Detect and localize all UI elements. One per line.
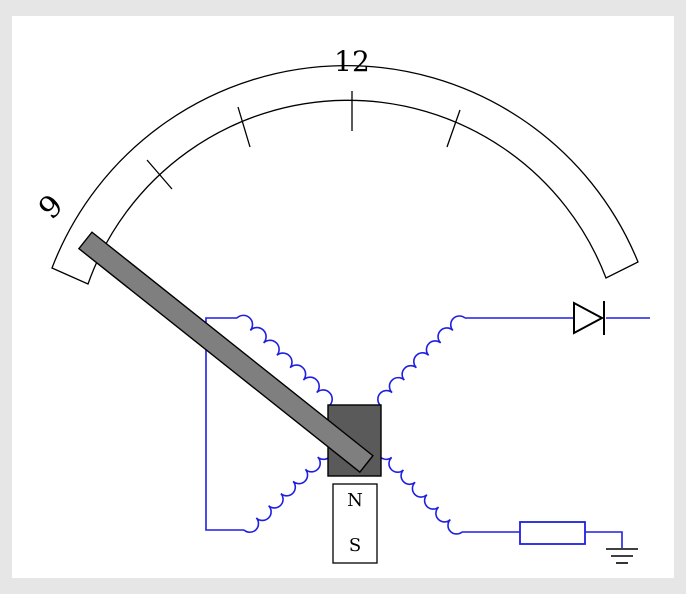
meter-needle (77, 231, 374, 474)
left-loop-wire (205, 317, 244, 531)
diode (573, 301, 605, 335)
permanent-magnet (332, 483, 378, 564)
resistor (519, 521, 586, 545)
coils (236, 314, 466, 535)
diode-triangle (573, 301, 605, 335)
coil-lower-right (376, 444, 463, 535)
resistor-wire-out (585, 531, 623, 548)
scale-divisions (146, 91, 461, 190)
magnet-south-label: S (349, 535, 361, 556)
scale-label-12: 12 (334, 45, 370, 78)
circuit-wires (205, 317, 650, 548)
scale-division (237, 106, 251, 148)
coil-upper-left (236, 314, 333, 406)
magnet-north-label: N (347, 490, 363, 511)
scale-division (146, 159, 173, 190)
ground-symbol (606, 548, 638, 564)
coil-lower-left (243, 444, 333, 534)
scale-division (446, 109, 461, 148)
meter-scale-arc (51, 64, 639, 285)
coil-upper-right (377, 315, 466, 406)
